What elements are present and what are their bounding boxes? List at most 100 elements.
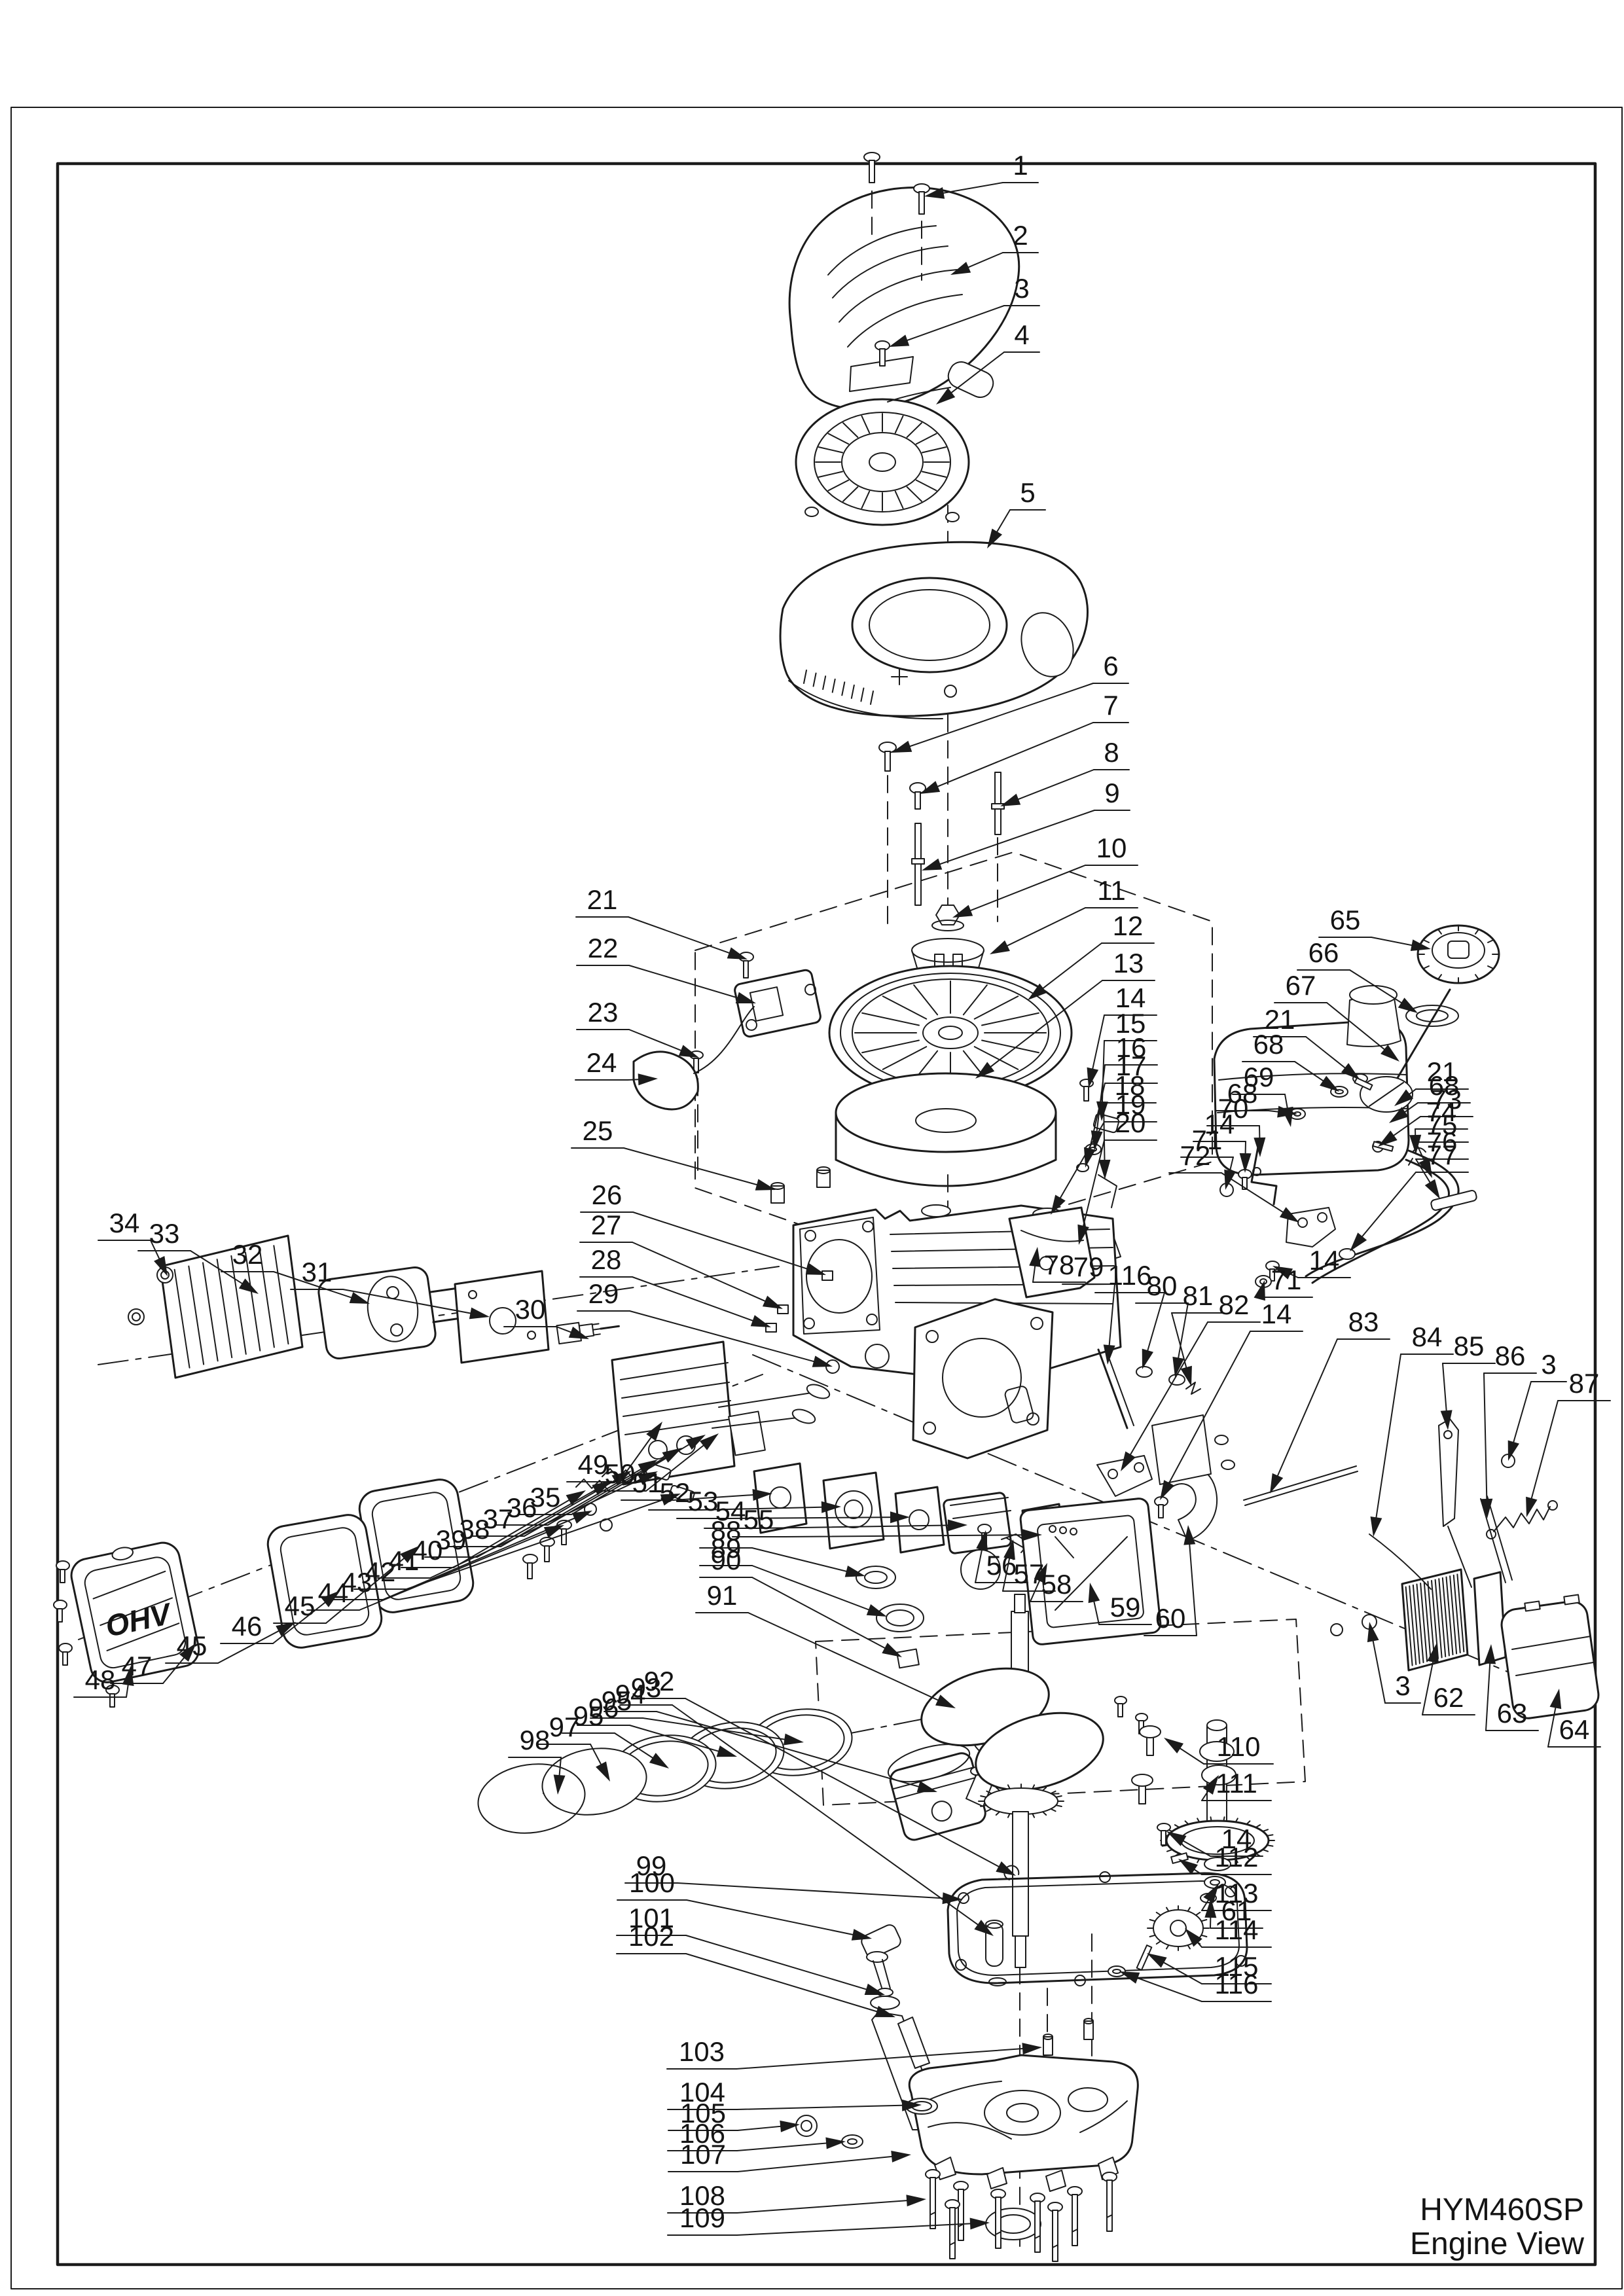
- callout-21: 21: [575, 884, 748, 960]
- callout-number: 68: [1254, 1029, 1284, 1060]
- leader-arrowhead: [638, 1471, 658, 1485]
- filler-oring: [870, 1996, 900, 2010]
- housing-spout: [1020, 612, 1074, 677]
- callout-80: 80: [1135, 1270, 1189, 1377]
- leader-arrowhead: [543, 1525, 564, 1538]
- callout-number: 114: [1215, 1914, 1259, 1945]
- leader-arrowhead: [1087, 1067, 1099, 1088]
- gear-tooth: [1155, 1940, 1162, 1945]
- leader-arrowhead: [762, 1295, 783, 1309]
- callout-114: 114: [1185, 1914, 1272, 1948]
- muffler: [317, 1266, 437, 1360]
- callout-94: 94: [604, 1679, 937, 1793]
- leader-arrowhead: [649, 1753, 669, 1768]
- leader-arrowhead: [947, 1519, 967, 1532]
- leader-line: [736, 2141, 843, 2151]
- callout-62: 62: [1422, 1643, 1475, 1715]
- leader-arrowhead: [942, 1892, 962, 1905]
- callout-number: 21: [1427, 1056, 1458, 1087]
- callout-3: 3: [1367, 1622, 1421, 1704]
- callout-number: 105: [680, 2098, 726, 2128]
- crank-piston-group: [477, 1566, 1148, 1986]
- governor-gear: [1147, 1905, 1210, 1951]
- callout-14: 14: [1193, 1109, 1252, 1173]
- callout-28: 28: [579, 1244, 771, 1327]
- callout-number: 66: [1308, 937, 1339, 968]
- gear-tooth: [1041, 1811, 1047, 1816]
- leader-arrowhead: [1507, 1440, 1519, 1461]
- callout-number: 62: [1434, 1682, 1464, 1713]
- callout-number: 37: [483, 1503, 514, 1534]
- leader-arrowhead: [1166, 1831, 1187, 1846]
- callout-number: 17: [1116, 1050, 1147, 1081]
- leader-arrowhead: [699, 1433, 719, 1450]
- leader-line: [1271, 1338, 1338, 1491]
- magneto-drum: [835, 1072, 1057, 1187]
- callout-number: 104: [679, 2077, 725, 2108]
- valve-cover-group: OHV: [53, 1479, 475, 1708]
- callout-number: 11: [1097, 875, 1126, 906]
- fuel-gauge-stem: [1394, 988, 1451, 1083]
- leader-arrowhead: [825, 2137, 846, 2149]
- callout-number: 65: [1330, 905, 1361, 935]
- guard-slat: [216, 1259, 233, 1359]
- gear-tooth: [986, 1808, 992, 1812]
- leader-line: [737, 2154, 909, 2172]
- flywheel-fin: [973, 1046, 1019, 1070]
- callout-85: 85: [1440, 1331, 1496, 1430]
- leader-arrowhead: [890, 1511, 910, 1524]
- fuel-tank-group: [1213, 924, 1500, 1288]
- callout-number: 95: [573, 1700, 604, 1731]
- callout-number: 51: [632, 1467, 663, 1498]
- leader-line: [685, 1935, 882, 1995]
- leader-arrowhead: [924, 187, 945, 199]
- callout-7: 7: [920, 690, 1129, 794]
- gear-tooth: [995, 1786, 1001, 1791]
- callout-number: 107: [680, 2139, 726, 2170]
- grille-tick: [803, 670, 807, 684]
- leader-arrowhead: [1370, 1516, 1382, 1537]
- callout-44: 44: [306, 1525, 564, 1611]
- starter-slot: [915, 479, 937, 492]
- leader-arrowhead: [752, 1489, 772, 1501]
- leader-arrowhead: [1051, 1194, 1066, 1215]
- leader-line: [977, 980, 1103, 1077]
- leader-line: [736, 2047, 1039, 2070]
- starter-slot: [915, 433, 937, 445]
- gear-tooth: [1235, 1818, 1238, 1823]
- callout-10: 10: [952, 833, 1138, 918]
- leader-line: [677, 1882, 960, 1900]
- tank-bracket: [1250, 1145, 1278, 1206]
- leader-line: [685, 1953, 893, 2017]
- leader-arrowhead: [1022, 1529, 1042, 1541]
- leader-line: [686, 1899, 869, 1939]
- pan-bolt: [1047, 2202, 1063, 2262]
- leader-arrowhead: [875, 2005, 895, 2017]
- cover-screw: [863, 152, 930, 281]
- callout-number: 40: [412, 1535, 443, 1566]
- filter-pleat: [1434, 1579, 1443, 1659]
- ignition-coil-assembly: [632, 952, 831, 1204]
- filter-pleat: [1405, 1586, 1413, 1666]
- gear-tooth: [1187, 1907, 1191, 1912]
- leader-arrowhead: [987, 528, 1003, 548]
- leader-arrowhead: [1142, 1348, 1154, 1369]
- leader-arrowhead: [1172, 1356, 1185, 1377]
- deflector: [1008, 1206, 1096, 1299]
- grille-tick: [860, 687, 865, 702]
- leader-arrowhead: [1549, 1689, 1562, 1710]
- grille-tick: [850, 684, 855, 699]
- mounting-studs: [878, 742, 1005, 906]
- filter-pleat: [1427, 1581, 1435, 1660]
- leader-arrowhead: [1022, 2043, 1042, 2055]
- leader-arrowhead: [1103, 1344, 1115, 1365]
- callout-61: 61: [1204, 1895, 1263, 1929]
- callout-number: 14: [1261, 1299, 1292, 1329]
- guard-slat: [188, 1265, 205, 1365]
- leader-arrowhead: [1119, 1971, 1140, 1984]
- callout-45: 45: [273, 1546, 419, 1624]
- leader-arrowhead: [596, 1761, 610, 1782]
- flywheel-fin: [973, 996, 1019, 1020]
- leader-arrowhead: [805, 1263, 826, 1275]
- callout-number: 38: [460, 1514, 490, 1545]
